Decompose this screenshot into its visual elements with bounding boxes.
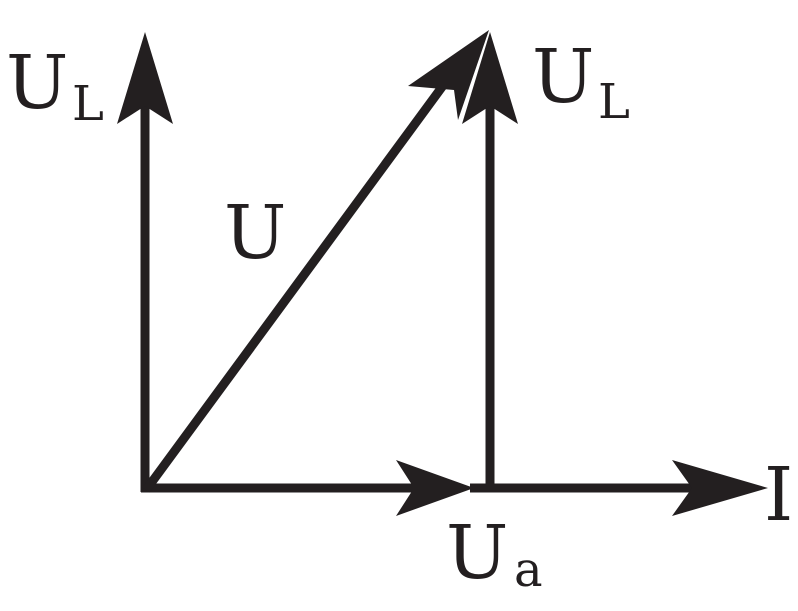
- label-ua-sub: a: [514, 542, 543, 598]
- label-ul-left-sub: L: [72, 76, 104, 132]
- label-ul-right-sub: L: [598, 74, 630, 130]
- label-ul-right-main: U: [532, 34, 594, 120]
- label-u: U: [224, 190, 286, 276]
- label-ua-main: U: [446, 510, 508, 596]
- vector-ul-left: [117, 32, 173, 492]
- vector-i: [470, 460, 768, 516]
- arrowhead-ul-right: [462, 32, 518, 124]
- arrowhead-ua: [396, 460, 474, 516]
- arrowhead-i: [672, 460, 768, 516]
- label-ul-left-main: U: [6, 40, 68, 126]
- vector-ua: [141, 460, 474, 516]
- label-i: I: [764, 452, 793, 538]
- vector-u: [142, 30, 489, 493]
- arrowhead-ul-left: [117, 32, 173, 124]
- vector-ul-right: [462, 32, 518, 492]
- arrowhead-u: [408, 30, 489, 120]
